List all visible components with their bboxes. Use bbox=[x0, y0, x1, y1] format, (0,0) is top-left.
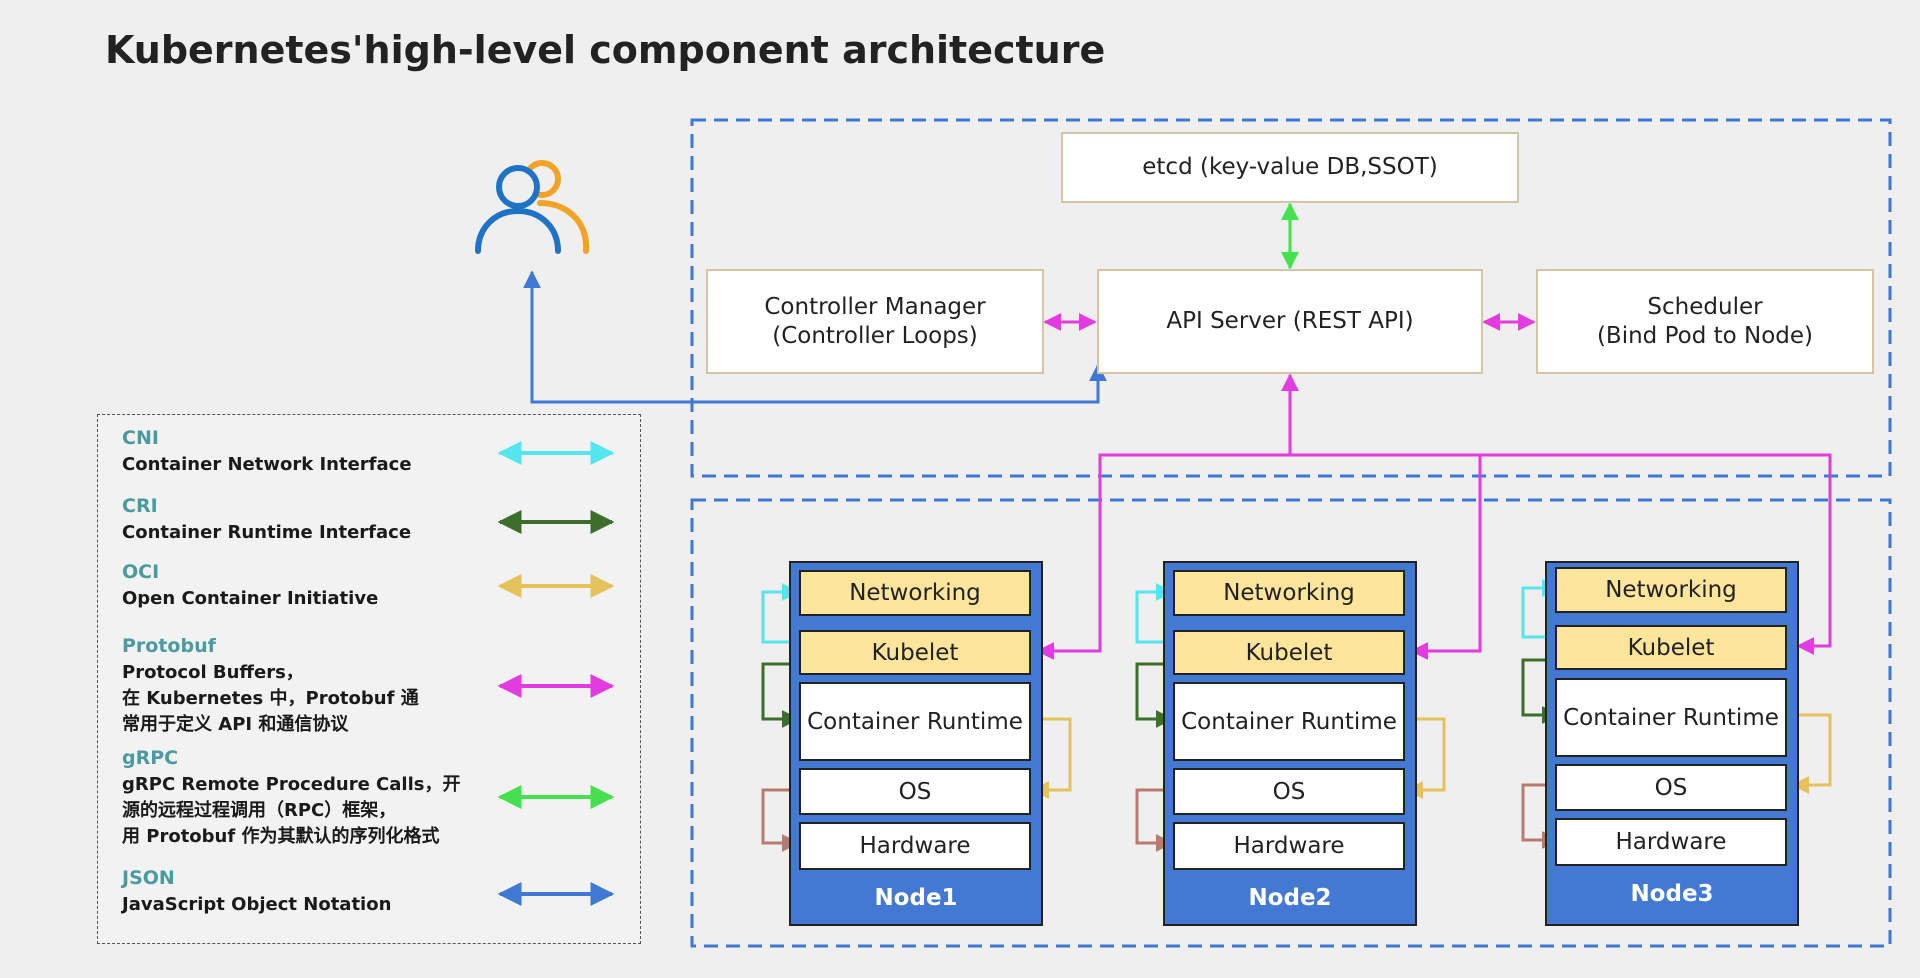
node1-hw-arrow bbox=[761, 788, 800, 852]
node1-container-runtime: Container Runtime bbox=[799, 682, 1031, 761]
page-title: Kubernetes'high-level component architec… bbox=[105, 28, 1106, 72]
node3-os: OS bbox=[1555, 764, 1787, 811]
legend-cni-desc: Container Network Interface bbox=[122, 454, 412, 475]
node1-oci-arrow bbox=[1031, 717, 1072, 799]
node3-networking: Networking bbox=[1555, 567, 1787, 613]
node2-hardware: Hardware bbox=[1173, 822, 1405, 870]
legend-protobuf-name: Protobuf bbox=[122, 635, 216, 657]
node3-oci-arrow bbox=[1791, 713, 1832, 794]
controller-manager-subtitle: (Controller Loops) bbox=[772, 322, 978, 349]
node3-cri-arrow bbox=[1521, 658, 1560, 724]
worker-nodes-region bbox=[690, 498, 1892, 948]
legend-cri-name: CRI bbox=[122, 495, 158, 517]
node3-kubelet: Kubelet bbox=[1555, 625, 1787, 670]
legend-protobuf-desc-2: 在 Kubernetes 中，Protobuf 通 bbox=[122, 688, 419, 709]
node3-cni-arrow bbox=[1521, 579, 1560, 639]
scheduler-box: Scheduler (Bind Pod to Node) bbox=[1536, 269, 1874, 374]
node2-cri-arrow bbox=[1135, 662, 1174, 728]
node2-kubelet: Kubelet bbox=[1173, 630, 1405, 675]
api-server-label: API Server (REST API) bbox=[1166, 308, 1414, 334]
user-api-arrow bbox=[523, 270, 1107, 404]
scheduler-subtitle: (Bind Pod to Node) bbox=[1596, 322, 1814, 349]
node3-label: Node3 bbox=[1630, 881, 1714, 907]
legend-grpc-desc-1: gRPC Remote Procedure Calls，开 bbox=[122, 774, 461, 795]
node2-networking: Networking bbox=[1173, 570, 1405, 616]
legend: CNI Container Network Interface CRI Cont… bbox=[97, 414, 641, 944]
node1-cri-arrow bbox=[761, 662, 800, 728]
node2-label: Node2 bbox=[1248, 885, 1332, 911]
api-kubelet-node3-arrow bbox=[1290, 453, 1832, 655]
node3-hw-arrow bbox=[1521, 783, 1560, 849]
node1-hardware: Hardware bbox=[799, 822, 1031, 870]
node1-os: OS bbox=[799, 768, 1031, 815]
node-3: Networking Kubelet Container Runtime OS … bbox=[1545, 561, 1799, 926]
node3-hardware: Hardware bbox=[1555, 818, 1787, 866]
etcd-box: etcd (key-value DB,SSOT) bbox=[1061, 132, 1519, 203]
node1-label: Node1 bbox=[874, 885, 958, 911]
legend-cri-desc: Container Runtime Interface bbox=[122, 522, 412, 543]
scheduler-title: Scheduler bbox=[1647, 293, 1763, 320]
node2-os: OS bbox=[1173, 768, 1405, 815]
controller-manager-title: Controller Manager bbox=[764, 293, 986, 320]
legend-oci-name: OCI bbox=[122, 561, 160, 583]
api-server-box: API Server (REST API) bbox=[1097, 269, 1483, 374]
node-1: Networking Kubelet Container Runtime OS … bbox=[789, 561, 1043, 926]
legend-json-name: JSON bbox=[122, 867, 175, 889]
users-icon bbox=[470, 155, 590, 259]
legend-grpc-desc-2: 源的远程过程调用（RPC）框架， bbox=[122, 800, 397, 821]
node2-oci-arrow bbox=[1405, 717, 1446, 799]
node2-hw-arrow bbox=[1135, 788, 1174, 852]
legend-json-desc: JavaScript Object Notation bbox=[122, 894, 392, 915]
legend-oci-desc: Open Container Initiative bbox=[122, 588, 379, 609]
etcd-label: etcd (key-value DB,SSOT) bbox=[1142, 154, 1438, 180]
legend-grpc-name: gRPC bbox=[122, 747, 179, 769]
node3-container-runtime: Container Runtime bbox=[1555, 678, 1787, 757]
node1-kubelet: Kubelet bbox=[799, 630, 1031, 675]
controller-manager-box: Controller Manager (Controller Loops) bbox=[706, 269, 1044, 374]
node1-networking: Networking bbox=[799, 570, 1031, 616]
legend-protobuf-desc-3: 常用于定义 API 和通信协议 bbox=[122, 714, 349, 735]
node-2: Networking Kubelet Container Runtime OS … bbox=[1163, 561, 1417, 926]
node1-cni-arrow bbox=[761, 583, 800, 644]
node2-cni-arrow bbox=[1135, 583, 1174, 644]
legend-grpc-desc-3: 用 Protobuf 作为其默认的序列化格式 bbox=[122, 826, 440, 847]
api-kubelet-node1-arrow bbox=[1036, 453, 1290, 660]
node2-container-runtime: Container Runtime bbox=[1173, 682, 1405, 761]
legend-protobuf-desc-1: Protocol Buffers， bbox=[122, 662, 304, 683]
legend-cni-name: CNI bbox=[122, 427, 159, 449]
